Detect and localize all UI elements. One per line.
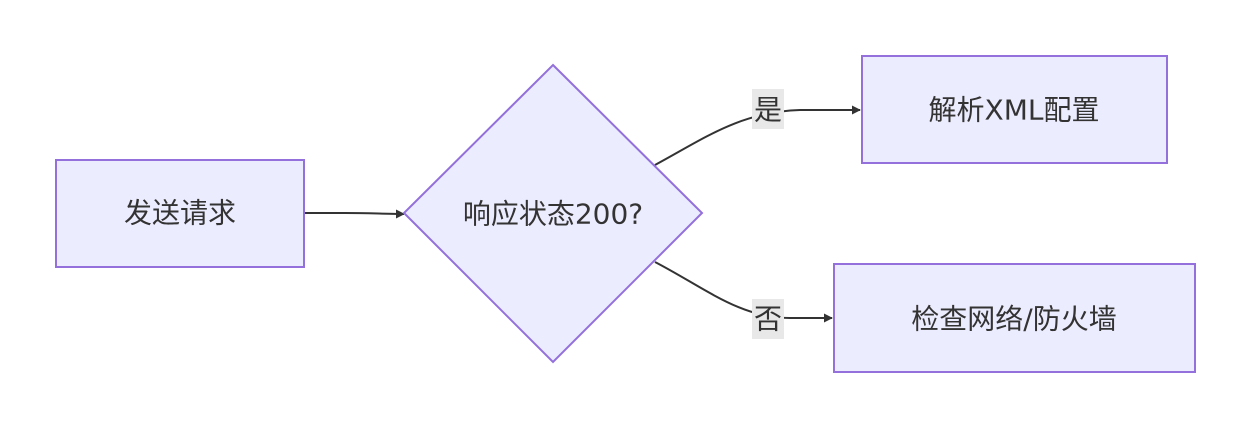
edge-decision-to-check	[654, 261, 833, 323]
node-send-request: 发送请求	[55, 159, 305, 268]
node-parse-xml-label: 解析XML配置	[929, 94, 1100, 127]
node-decision: 响应状态200?	[402, 63, 704, 364]
edge-label-yes-text: 是	[754, 94, 782, 127]
node-check-network: 检查网络/防火墙	[833, 263, 1196, 373]
edge-label-no-text: 否	[754, 303, 782, 336]
node-send-request-label: 发送请求	[124, 197, 236, 230]
edge-label-no: 否	[752, 299, 784, 339]
edge-label-yes: 是	[752, 89, 784, 129]
node-decision-label: 响应状态200?	[463, 198, 643, 231]
edge-decision-to-parse	[654, 105, 861, 166]
node-parse-xml: 解析XML配置	[861, 55, 1168, 164]
node-check-network-label: 检查网络/防火墙	[911, 303, 1116, 336]
edge-send-to-decision	[304, 209, 405, 219]
